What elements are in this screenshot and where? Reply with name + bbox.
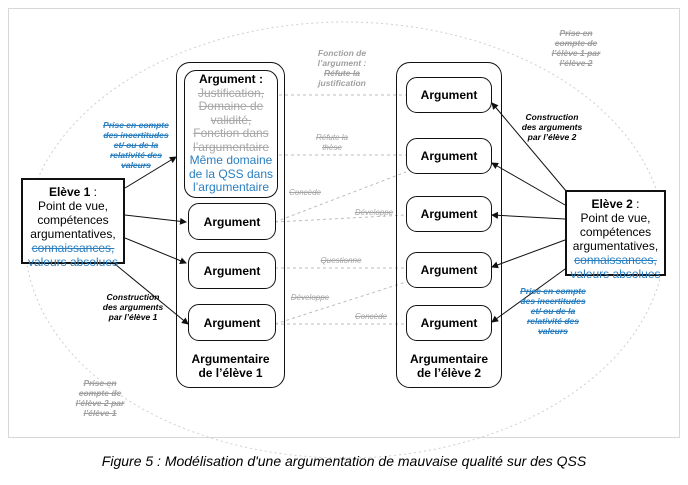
figure-caption: Figure 5 : Modélisation d'une argumentat…: [101, 453, 587, 469]
argument-detailed-title: Argument :: [199, 72, 263, 86]
link-label-develop-1: Développe: [354, 208, 394, 217]
blue-line: de la QSS dans: [188, 166, 274, 181]
note-line: l’élève 2 par: [75, 398, 125, 408]
note-uncertainty-left: Prise en compte des incertitudes et/ ou …: [96, 120, 176, 170]
student2-struck: connaissances,: [574, 253, 657, 267]
note-line: des incertitudes: [103, 130, 169, 140]
link-label-concede-2: Concède: [354, 312, 388, 321]
arrow-e2-arg4: [491, 239, 566, 269]
argument-box-c2-1: Argument: [406, 77, 492, 113]
note-line: des incertitudes: [520, 296, 586, 306]
arrow-e1-arg4: [109, 259, 189, 325]
note-line: relativité des: [110, 150, 162, 160]
note-line: par l’élève 1: [108, 312, 158, 322]
note-take-e2: Prise en compte de l’élève 2 par l’élève…: [60, 378, 140, 418]
student2-box: Elève 2 : Point de vue, compétences argu…: [565, 190, 666, 281]
student1-box: Elève 1 : Point de vue, compétences argu…: [21, 178, 125, 269]
note-line: des arguments: [102, 302, 164, 312]
argument-detailed: Argument : Justification, Domaine de val…: [186, 72, 276, 195]
student1-line: compétences: [37, 213, 109, 227]
arrow-e2-arg1: [491, 102, 573, 199]
link-label-line: Réfute la: [315, 133, 349, 142]
column2-title-line2: de l’élève 2: [416, 366, 482, 380]
argument-box-c2-4: Argument: [406, 252, 492, 288]
note-line: compte de: [78, 388, 122, 398]
note-line: l’argument :: [317, 58, 367, 68]
arrow-e1-arg2: [124, 214, 187, 225]
struck-line: Domaine de: [198, 99, 264, 113]
student2-values: valeurs absolues: [570, 267, 661, 281]
arrow-e1-first: [124, 156, 177, 189]
struck-line: validité,: [210, 112, 252, 127]
arrow-e1-arg3: [124, 237, 187, 264]
student2-line: Point de vue,: [580, 211, 651, 225]
link-label-line: thèse: [322, 142, 342, 152]
student1-line: argumentatives,: [30, 227, 116, 241]
arrow-e2-arg2: [491, 162, 566, 206]
column-student2: [396, 62, 502, 388]
argument-detailed-border: [184, 70, 278, 198]
argument-box-c2-3: Argument: [406, 196, 492, 232]
argument-box-c2-5: Argument: [406, 305, 492, 341]
column1-title: Argumentaire de l’élève 1: [176, 352, 285, 380]
note-line: valeurs: [121, 160, 151, 170]
student1-struck: connaissances,: [31, 241, 115, 255]
note-line: Réfute la: [324, 68, 360, 78]
student1-line: Point de vue,: [37, 199, 109, 213]
figure-frame: [8, 8, 680, 438]
note-line: Prise en: [83, 378, 117, 388]
note-line: justification: [318, 78, 366, 88]
note-construction-e1: Construction des arguments par l’élève 1: [93, 292, 173, 322]
blue-line: l’argumentaire: [192, 180, 270, 194]
note-function-argument: Fonction de l’argument : Réfute la justi…: [302, 48, 382, 88]
note-line: relativité des: [527, 316, 579, 326]
note-take-e1: Prise en compte de l’élève 1 par l’élève…: [536, 28, 616, 68]
argument-box-c1-4: Argument: [188, 304, 276, 341]
student1-name: Elève 1: [48, 185, 91, 199]
column1-title-line1: Argumentaire: [191, 352, 270, 366]
column2-title: Argumentaire de l’élève 2: [396, 352, 502, 380]
link-label-question: Questionne: [320, 256, 362, 265]
column1-title-line2: de l’élève 1: [198, 366, 263, 380]
note-line: Fonction de: [317, 48, 367, 58]
note-line: par l’élève 2: [527, 132, 577, 142]
argument-box-c1-3: Argument: [188, 252, 276, 289]
note-line: Construction: [525, 112, 579, 122]
note-line: et/ ou de la: [113, 140, 159, 150]
struck-line: l’argumentaire: [192, 139, 270, 154]
argument-box-c2-2: Argument: [406, 138, 492, 174]
column-student1: [176, 62, 285, 388]
note-line: des arguments: [521, 122, 583, 132]
struck-line: Fonction dans: [193, 126, 269, 140]
arrow-e2-arg3: [491, 211, 566, 220]
student1-values: valeurs absolues: [27, 255, 119, 269]
student2-line: compétences: [579, 225, 652, 239]
note-line: et/ ou de la: [530, 306, 576, 316]
note-line: l’élève 1: [83, 408, 117, 418]
note-construction-e2: Construction des arguments par l’élève 2: [512, 112, 592, 142]
note-line: l’élève 1 par: [551, 48, 601, 58]
blue-line: Même domaine: [189, 153, 273, 167]
student2-line: argumentatives,: [572, 239, 659, 253]
struck-line: Justification,: [197, 85, 265, 100]
column2-title-line1: Argumentaire: [409, 352, 489, 366]
note-line: Construction: [106, 292, 160, 302]
note-line: valeurs: [538, 326, 568, 336]
student2-name-suffix: :: [632, 197, 640, 211]
note-uncertainty-right: Prise en compte des incertitudes et/ ou …: [513, 286, 593, 336]
link-label-concede-1: Concède: [288, 188, 322, 197]
note-line: Prise en compte: [103, 120, 169, 130]
link-label-refute-these: Réfute la thèse: [302, 133, 362, 152]
note-line: Prise en: [559, 28, 593, 38]
note-line: compte de: [554, 38, 598, 48]
arrow-e2-arg5: [491, 263, 573, 323]
student1-name-suffix: :: [90, 185, 98, 199]
note-line: l’élève 2: [559, 58, 593, 68]
link-label-develop-2: Développe: [290, 293, 330, 302]
student2-name: Elève 2: [591, 197, 633, 211]
note-line: Prise en compte: [520, 286, 586, 296]
argument-box-c1-2: Argument: [188, 203, 276, 240]
